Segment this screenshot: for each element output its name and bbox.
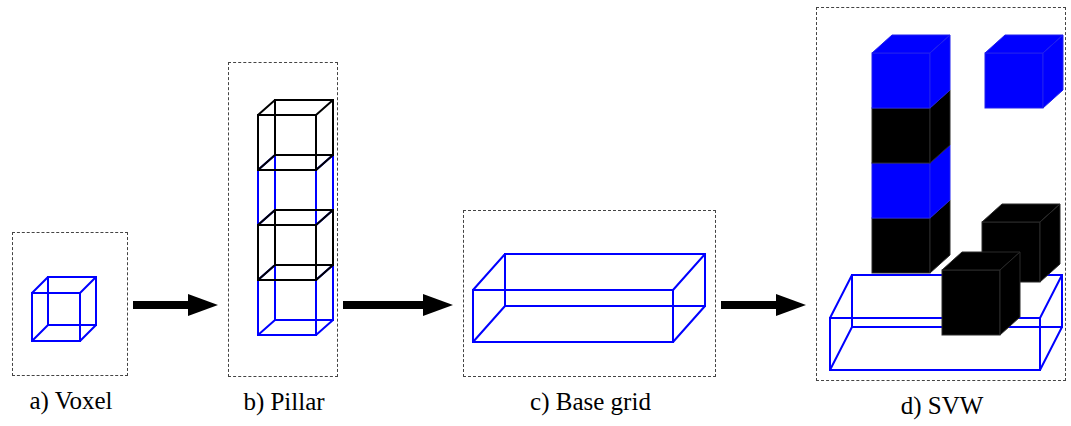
flow-arrow: [343, 294, 453, 316]
pillar-cube-blue: [258, 155, 333, 335]
panel-caption: c) Base grid: [530, 388, 651, 416]
svw-voxel-blue: [872, 35, 950, 108]
flow-arrow: [133, 294, 218, 316]
panel-caption: d) SVW: [901, 392, 984, 420]
pillar-cube-black: [258, 100, 333, 280]
voxel-cube: [32, 277, 96, 341]
figure-panel: c) Base grid: [463, 210, 716, 377]
base-grid: [473, 254, 705, 342]
svw-voxel-black: [942, 252, 1020, 335]
panel-caption: a) Voxel: [29, 387, 112, 415]
figure-panel: b) Pillar: [228, 62, 338, 377]
flow-arrow: [721, 294, 806, 316]
svw-voxel-blue: [985, 35, 1063, 108]
figure-panel: d) SVW: [816, 7, 1066, 381]
panel-caption: b) Pillar: [243, 388, 324, 416]
figure-panel: a) Voxel: [12, 232, 128, 376]
